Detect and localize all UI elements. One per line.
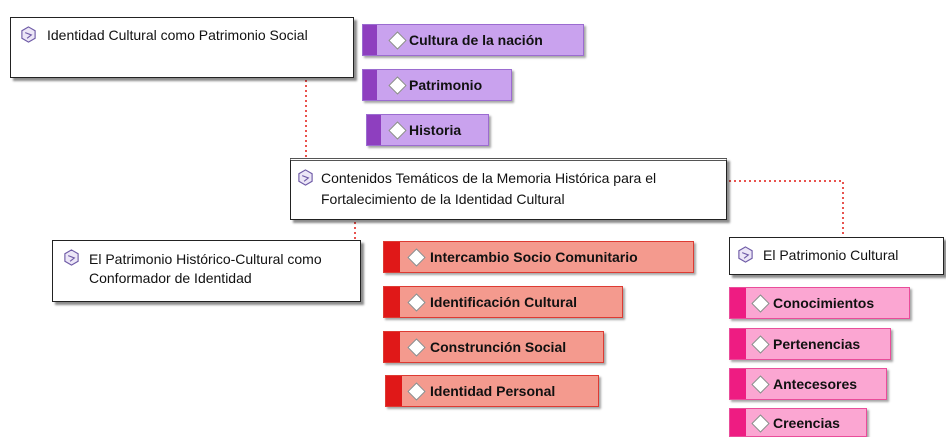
code-color-bar — [730, 409, 746, 436]
code-color-bar — [730, 288, 746, 318]
node-central[interactable]: Contenidos Temáticos de la Memoria Histó… — [290, 158, 727, 220]
diamond-code-icon — [751, 335, 770, 354]
node-patrimonio-historico[interactable]: El Patrimonio Histórico-Cultural como Co… — [52, 240, 361, 302]
code-color-bar — [730, 329, 746, 359]
diamond-code-icon — [388, 121, 407, 140]
code-pertenencias[interactable]: Pertenencias — [729, 328, 891, 360]
code-color-bar — [384, 287, 400, 317]
code-label: Pertenencias — [773, 336, 861, 352]
diamond-code-icon — [407, 248, 426, 267]
code-label: Intercambio Socio Comunitario — [430, 249, 638, 265]
code-color-bar — [730, 369, 746, 399]
network-concept-icon — [63, 249, 80, 266]
diamond-code-icon — [407, 382, 426, 401]
code-conocimientos[interactable]: Conocimientos — [729, 287, 910, 319]
network-concept-icon — [20, 26, 37, 43]
code-label: Conocimientos — [773, 295, 875, 311]
diamond-code-icon — [407, 338, 426, 357]
diamond-code-icon — [407, 293, 426, 312]
diamond-code-icon — [388, 31, 407, 50]
code-color-bar — [367, 115, 381, 145]
code-construncion-social[interactable]: Construnción Social — [383, 331, 604, 363]
code-label: Patrimonio — [409, 77, 483, 93]
code-antecesores[interactable]: Antecesores — [729, 368, 887, 400]
code-label: Historia — [409, 122, 462, 138]
node-label: El Patrimonio Cultural — [763, 247, 899, 263]
diamond-code-icon — [388, 76, 407, 95]
code-color-bar — [384, 242, 400, 272]
code-identificacion-cultural[interactable]: Identificación Cultural — [383, 286, 623, 318]
link-central-cultural — [729, 180, 844, 236]
code-intercambio-socio-comunitario[interactable]: Intercambio Socio Comunitario — [383, 241, 694, 273]
code-label: Identificación Cultural — [430, 294, 578, 310]
code-identidad-personal[interactable]: Identidad Personal — [385, 375, 599, 407]
node-patrimonio-cultural[interactable]: El Patrimonio Cultural — [729, 237, 944, 275]
code-patrimonio[interactable]: Patrimonio — [362, 69, 512, 101]
code-creencias[interactable]: Creencias — [729, 408, 867, 437]
node-label: Contenidos Temáticos de la Memoria Histó… — [321, 170, 657, 207]
code-label: Identidad Personal — [430, 383, 556, 399]
diamond-code-icon — [751, 294, 770, 313]
network-concept-icon — [297, 169, 314, 186]
code-cultura-de-la-nacion[interactable]: Cultura de la nación — [362, 24, 584, 56]
node-identidad-cultural[interactable]: Identidad Cultural como Patrimonio Socia… — [10, 17, 354, 78]
code-label: Construnción Social — [430, 339, 567, 355]
code-label: Antecesores — [773, 376, 858, 392]
code-color-bar — [363, 70, 377, 100]
diamond-code-icon — [751, 413, 770, 433]
code-label: Creencias — [773, 414, 840, 431]
code-historia[interactable]: Historia — [366, 114, 489, 146]
code-label: Cultura de la nación — [409, 32, 543, 48]
node-label: El Patrimonio Histórico-Cultural como Co… — [89, 251, 322, 286]
diamond-code-icon — [751, 375, 770, 394]
code-color-bar — [386, 376, 402, 406]
code-color-bar — [384, 332, 400, 362]
node-label: Identidad Cultural como Patrimonio Socia… — [47, 27, 308, 43]
network-concept-icon — [737, 246, 754, 263]
code-color-bar — [363, 25, 377, 55]
